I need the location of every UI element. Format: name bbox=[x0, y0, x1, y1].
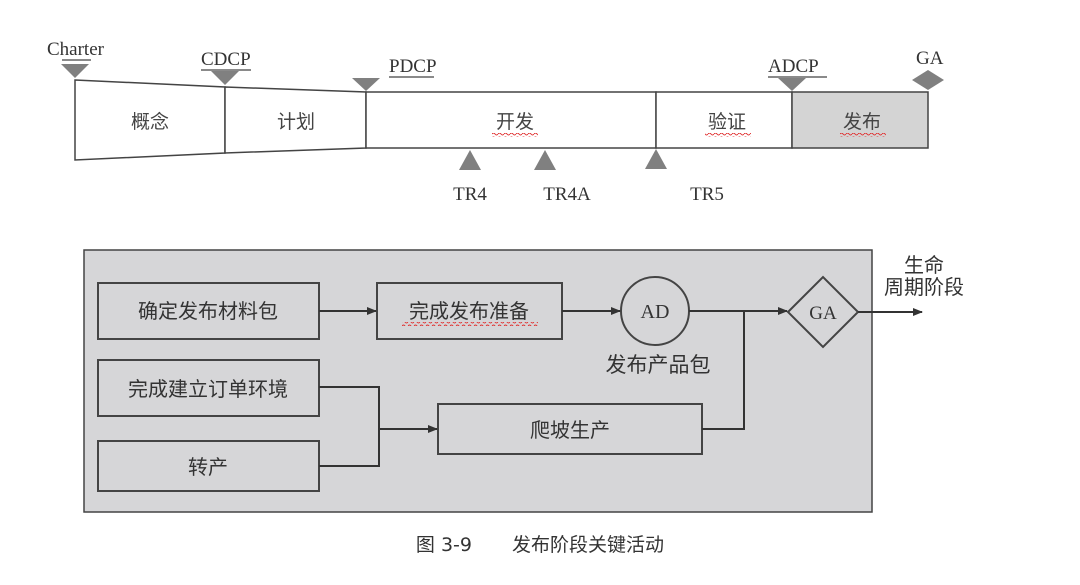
milestone-charter-label: Charter bbox=[47, 39, 105, 60]
milestone-cdcp: CDCP bbox=[201, 49, 251, 85]
phase-release-shape bbox=[791, 91, 929, 149]
spellcheck-underline bbox=[705, 133, 751, 137]
down-triangle-icon bbox=[352, 78, 380, 91]
box-complete-prep-label: 完成发布准备 bbox=[409, 299, 529, 323]
down-triangle-icon bbox=[61, 64, 89, 78]
milestone-adcp-label: ADCP bbox=[768, 56, 819, 77]
milestone-cdcp-label: CDCP bbox=[201, 49, 251, 70]
up-triangle-icon bbox=[459, 150, 481, 170]
box-order-env-label: 完成建立订单环境 bbox=[128, 377, 288, 401]
box-order-env: 完成建立订单环境 bbox=[97, 359, 320, 417]
spellcheck-underline bbox=[492, 133, 538, 137]
output-label-line2: 周期阶段 bbox=[884, 275, 964, 299]
up-triangle-icon bbox=[645, 149, 667, 169]
milestone-pdcp: PDCP bbox=[352, 56, 437, 91]
figure-title: 发布阶段关键活动 bbox=[512, 534, 665, 556]
phase-develop-label: 开发 bbox=[496, 111, 534, 133]
figure-number: 图 3-9 bbox=[415, 534, 472, 556]
phase-timeline: 概念 计划 开发 验证 发布 Charter CDCP PDCP ADCP bbox=[47, 39, 944, 205]
box-ramp-up: 爬坡生产 bbox=[437, 403, 703, 455]
box-complete-prep: 完成发布准备 bbox=[376, 282, 563, 340]
milestone-tr4: TR4 bbox=[453, 150, 487, 205]
phase-develop-shape bbox=[365, 91, 657, 149]
milestone-charter: Charter bbox=[47, 39, 105, 78]
milestone-tr5: TR5 bbox=[645, 149, 724, 205]
milestone-tr4-label: TR4 bbox=[453, 184, 487, 205]
diamond-icon bbox=[912, 70, 944, 90]
down-triangle-icon bbox=[778, 78, 806, 91]
milestone-ga-label: GA bbox=[916, 48, 944, 69]
phase-release-label: 发布 bbox=[843, 111, 881, 133]
spellcheck-underline bbox=[402, 322, 538, 326]
node-ad: AD bbox=[620, 276, 690, 346]
connector-line bbox=[702, 311, 745, 430]
box-transfer: 转产 bbox=[97, 440, 320, 492]
node-ga-label: GA bbox=[809, 303, 837, 324]
up-triangle-icon bbox=[534, 150, 556, 170]
release-activities-panel: 确定发布材料包 完成发布准备 完成建立订单环境 转产 爬坡生产 AD 发布产品包 bbox=[83, 249, 964, 513]
connector-line bbox=[319, 386, 380, 467]
phase-verify-label: 验证 bbox=[708, 111, 746, 133]
down-triangle-icon bbox=[211, 71, 239, 85]
milestone-adcp: ADCP bbox=[768, 56, 827, 91]
milestone-tr5-label: TR5 bbox=[690, 184, 724, 205]
figure-caption: 图 3-9 发布阶段关键活动 bbox=[0, 530, 1080, 557]
box-confirm-package-label: 确定发布材料包 bbox=[138, 299, 278, 323]
node-ad-caption: 发布产品包 bbox=[606, 353, 711, 377]
milestone-ga: GA bbox=[912, 48, 944, 90]
spellcheck-underline bbox=[840, 133, 886, 137]
phase-concept-label: 概念 bbox=[131, 110, 169, 133]
box-transfer-label: 转产 bbox=[188, 455, 228, 479]
phase-plan-label: 计划 bbox=[277, 111, 315, 133]
box-confirm-package: 确定发布材料包 bbox=[97, 282, 320, 340]
node-ad-label: AD bbox=[641, 301, 670, 323]
milestone-pdcp-label: PDCP bbox=[389, 56, 437, 77]
output-label-line1: 生命 bbox=[904, 253, 944, 277]
milestone-tr4a-label: TR4A bbox=[543, 184, 591, 205]
phase-verify-shape bbox=[655, 91, 793, 149]
box-ramp-up-label: 爬坡生产 bbox=[530, 418, 610, 442]
milestone-tr4a: TR4A bbox=[534, 150, 591, 205]
